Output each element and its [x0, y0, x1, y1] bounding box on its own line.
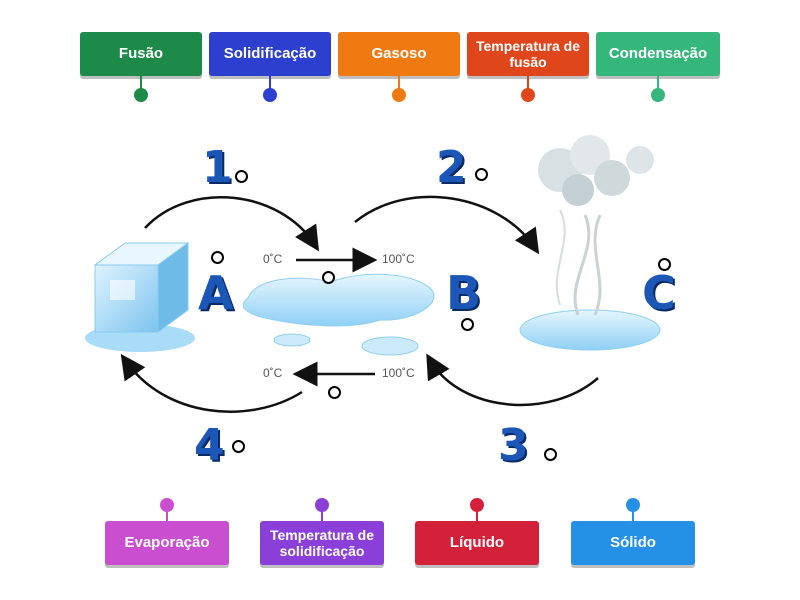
- ice-cube-image: [85, 242, 195, 352]
- tile-label: Líquido: [449, 534, 505, 552]
- tile-fusao[interactable]: Fusão: [80, 32, 202, 76]
- pin-stem: [632, 506, 634, 524]
- tile-label: Temperatura de solidificação: [270, 526, 374, 559]
- pin-stem: [398, 76, 400, 92]
- drop-target-state-c[interactable]: [658, 258, 671, 271]
- pin-stem: [166, 506, 168, 524]
- pin-stem: [476, 506, 478, 524]
- drop-target-state-b[interactable]: [461, 318, 474, 331]
- liquid-puddle-image: [242, 273, 435, 356]
- step-number-4: 4: [194, 420, 225, 471]
- tile-evaporacao[interactable]: Evaporação: [105, 521, 229, 565]
- drop-target-step-4[interactable]: [232, 440, 245, 453]
- gas-cloud-image: [519, 135, 661, 351]
- tile-temperatura-de-fusao[interactable]: Temperatura de fusão: [467, 32, 589, 76]
- tile-label: Evaporação: [124, 534, 210, 552]
- tile-label: Sólido: [610, 534, 656, 552]
- drop-target-step-2[interactable]: [475, 168, 488, 181]
- pin-dot: [521, 88, 535, 102]
- tile-label: Condensação: [608, 45, 708, 63]
- temp-label-cool-high: 100˚C: [382, 366, 415, 380]
- tile-label: Fusão: [118, 45, 164, 63]
- step-number-1: 1: [202, 142, 233, 193]
- tile-gasoso[interactable]: Gasoso: [338, 32, 460, 76]
- tile-temperatura-de-solidificacao[interactable]: Temperatura de solidificação: [260, 521, 384, 565]
- pin-dot: [315, 498, 329, 512]
- pin-stem: [321, 506, 323, 524]
- arrow-step-3: [426, 353, 599, 407]
- pin-dot: [263, 88, 277, 102]
- drop-target-state-a[interactable]: [211, 251, 224, 264]
- arrow-step-2: [354, 195, 540, 255]
- pin-stem: [140, 76, 142, 92]
- state-letter-a: A: [198, 266, 234, 320]
- tile-condensacao[interactable]: Condensação: [596, 32, 720, 76]
- pin-dot: [134, 88, 148, 102]
- drop-target-cooling[interactable]: [328, 386, 341, 399]
- state-letter-c: C: [642, 266, 676, 320]
- drop-target-step-3[interactable]: [544, 448, 557, 461]
- drop-target-heating[interactable]: [322, 271, 335, 284]
- temp-label-heat-low: 0˚C: [263, 252, 283, 266]
- temp-label-heat-high: 100˚C: [382, 252, 415, 266]
- drop-target-step-1[interactable]: [235, 170, 248, 183]
- tile-solido[interactable]: Sólido: [571, 521, 695, 565]
- pin-dot: [626, 498, 640, 512]
- pin-dot: [392, 88, 406, 102]
- tile-label: Gasoso: [371, 45, 427, 63]
- tile-liquido[interactable]: Líquido: [415, 521, 539, 565]
- pin-stem: [527, 76, 529, 92]
- pin-dot: [160, 498, 174, 512]
- arrow-step-4: [120, 353, 303, 413]
- temp-label-cool-low: 0˚C: [263, 366, 283, 380]
- pin-stem: [657, 76, 659, 92]
- tile-label: Solidificação: [223, 45, 317, 63]
- arrow-step-1: [144, 196, 320, 252]
- tile-solidificacao[interactable]: Solidificação: [209, 32, 331, 76]
- step-number-2: 2: [436, 142, 467, 193]
- state-letter-b: B: [446, 266, 482, 320]
- pin-dot: [651, 88, 665, 102]
- tile-label: Temperatura de fusão: [476, 37, 580, 70]
- pin-stem: [269, 76, 271, 92]
- pin-dot: [470, 498, 484, 512]
- step-number-3: 3: [498, 420, 529, 471]
